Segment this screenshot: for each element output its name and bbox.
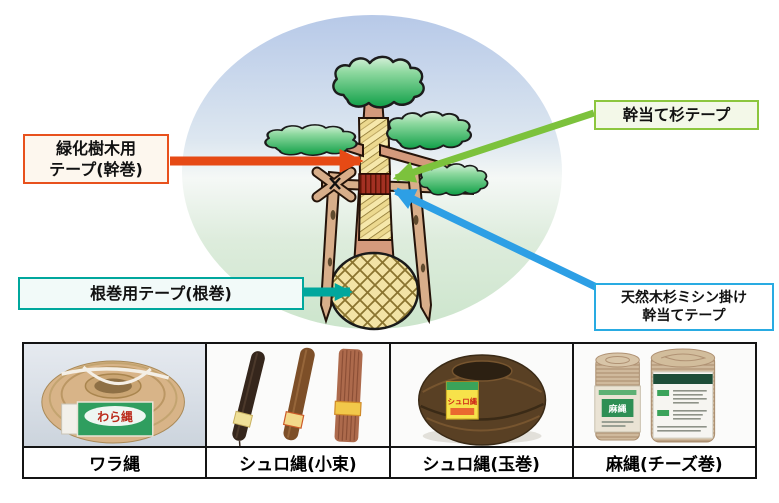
product-cell-straw-rope: わら縄 ワラ縄 xyxy=(24,344,206,477)
product-name-straw-rope: ワラ縄 xyxy=(24,446,206,477)
product-name-palm-rope-ball: シュロ縄(玉巻) xyxy=(390,446,572,477)
arrow-trunk-guard xyxy=(392,109,596,183)
palm-rope-ball-package-text: シュロ縄 xyxy=(447,396,477,406)
hemp-spool-left: 麻縄 xyxy=(594,352,641,441)
hemp-rope-package-text: 麻縄 xyxy=(607,403,626,415)
callout-sewn-guard: 天然木杉ミシン掛け 幹当てテープ xyxy=(594,283,774,331)
product-photo-hemp-rope-spools: 麻縄 xyxy=(573,344,755,446)
product-name-hemp-rope: 麻縄(チーズ巻) xyxy=(573,446,755,477)
product-photo-straw-rope-coil: わら縄 xyxy=(24,344,206,446)
callout-trunk-guard-text: 幹当て杉テープ xyxy=(622,105,731,124)
hemp-spool-right xyxy=(650,348,715,443)
product-table: わら縄 ワラ縄 xyxy=(22,342,757,479)
callout-sewn-guard-line2: 幹当てテープ xyxy=(642,308,726,324)
callout-trunk-wrap-line2: テープ(幹巻) xyxy=(49,160,143,179)
callout-trunk-wrap-line1: 緑化樹木用 xyxy=(55,138,136,158)
product-cell-palm-rope-bundles: シュロ縄(小束) xyxy=(205,344,389,477)
trunk-wrap-tape-lower xyxy=(357,193,394,241)
product-cell-hemp-rope: 麻縄 xyxy=(571,344,755,477)
product-name-palm-rope-bundles: シュロ縄(小束) xyxy=(207,446,389,477)
lashing-sticks xyxy=(311,166,357,203)
tree-planting-illustration xyxy=(170,15,598,331)
callout-trunk-guard: 幹当て杉テープ xyxy=(594,100,759,130)
product-cell-palm-rope-ball: シュロ縄 シュロ縄(玉巻) xyxy=(388,344,572,477)
callout-root-wrap-text: 根巻用テープ(根巻) xyxy=(90,283,232,303)
arrow-sewn-guard xyxy=(393,187,598,291)
product-photo-palm-rope-ball: シュロ縄 xyxy=(390,344,572,446)
callout-root-wrap: 根巻用テープ(根巻) xyxy=(18,277,304,310)
callout-trunk-wrap: 緑化樹木用 テープ(幹巻) xyxy=(23,134,169,184)
support-stake-left xyxy=(319,170,342,325)
trunk-tie-band xyxy=(358,173,391,195)
product-photo-palm-rope-bundles xyxy=(207,344,389,446)
callout-sewn-guard-line1: 天然木杉ミシン掛け xyxy=(621,289,747,306)
straw-rope-package-text: わら縄 xyxy=(97,409,133,424)
